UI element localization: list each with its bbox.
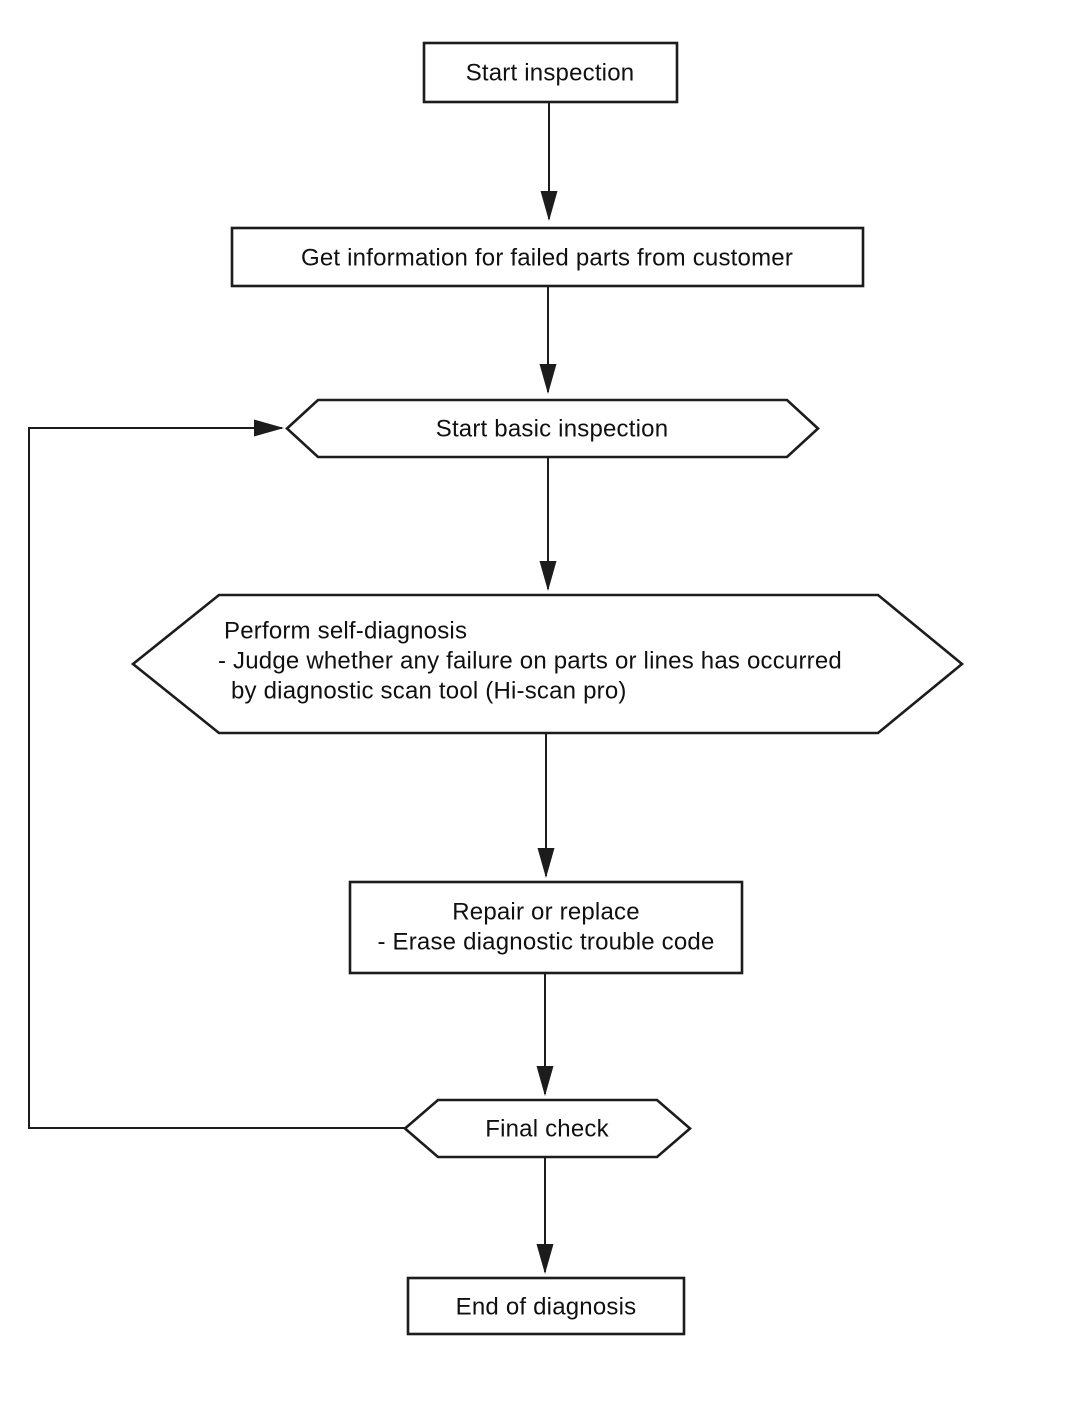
node-perform-self-diagnosis: Perform self-diagnosis - Judge whether a…	[130, 593, 965, 735]
get-information-box	[230, 226, 865, 288]
end-of-diagnosis-label: End of diagnosis	[456, 1294, 637, 1321]
perform-self-diagnosis-line3: by diagnostic scan tool (Hi-scan pro)	[231, 678, 627, 705]
perform-self-diagnosis-line1: Perform self-diagnosis	[224, 618, 467, 645]
get-information-label: Get information for failed parts from cu…	[301, 245, 793, 272]
node-get-information: Get information for failed parts from cu…	[230, 226, 865, 288]
end-of-diagnosis-box	[406, 1276, 686, 1336]
final-check-hexagon	[403, 1098, 692, 1159]
final-check-label: Final check	[485, 1116, 609, 1143]
start-basic-inspection-label: Start basic inspection	[436, 416, 669, 443]
node-repair-or-replace: Repair or replace - Erase diagnostic tro…	[348, 880, 744, 975]
perform-self-diagnosis-line2: - Judge whether any failure on parts or …	[218, 648, 842, 675]
repair-or-replace-line1: Repair or replace	[452, 899, 640, 926]
node-start-inspection: Start inspection	[422, 41, 679, 104]
repair-or-replace-line2: - Erase diagnostic trouble code	[377, 929, 714, 956]
perform-self-diagnosis-hexagon	[130, 593, 965, 735]
start-inspection-label: Start inspection	[466, 60, 635, 87]
node-end-of-diagnosis: End of diagnosis	[406, 1276, 686, 1336]
edge-feedback-loop	[28, 419, 405, 1129]
repair-or-replace-box	[348, 880, 744, 975]
node-final-check: Final check	[403, 1098, 692, 1159]
start-inspection-box	[422, 41, 679, 104]
node-start-basic-inspection: Start basic inspection	[285, 398, 820, 459]
start-basic-inspection-hexagon	[285, 398, 820, 459]
